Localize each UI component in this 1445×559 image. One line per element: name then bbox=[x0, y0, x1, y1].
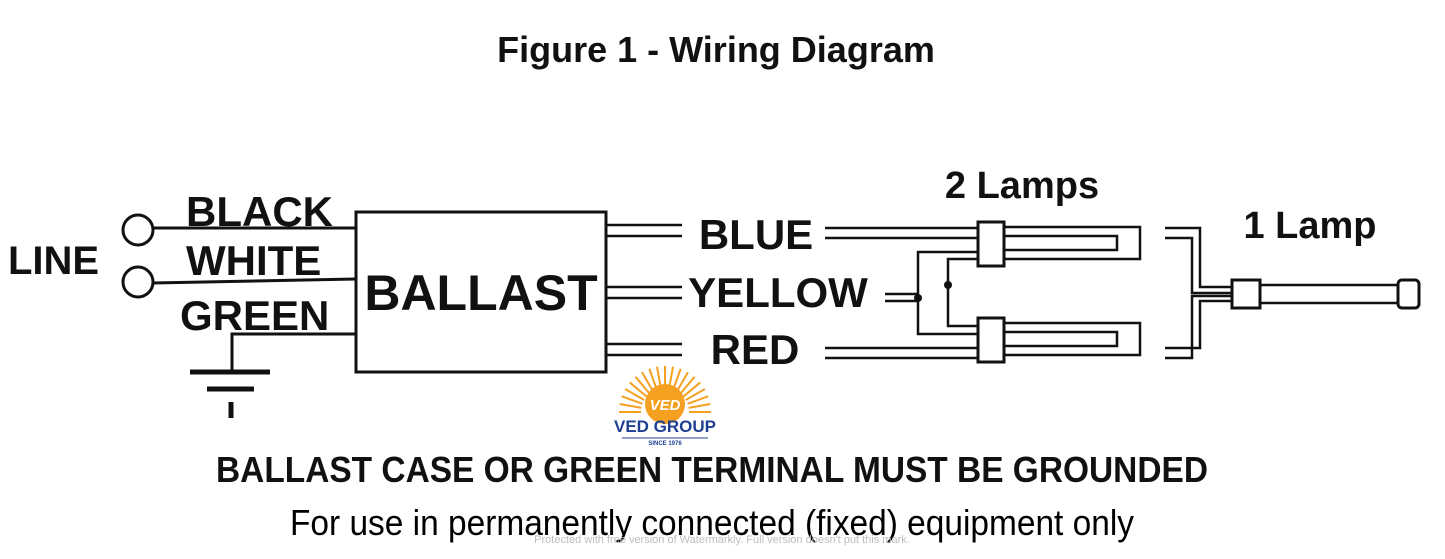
green-wire-label: GREEN bbox=[180, 292, 329, 339]
two-lamps-label: 2 Lamps bbox=[945, 165, 1099, 207]
upper-u-lamp bbox=[976, 220, 1142, 268]
watermark-text: Protected with free version of Watermark… bbox=[534, 534, 910, 546]
lower-u-lamp bbox=[976, 316, 1142, 364]
logo-since: SINCE 1976 bbox=[648, 441, 682, 447]
line-label: LINE bbox=[8, 239, 99, 283]
ballast-label: BALLAST bbox=[364, 265, 597, 321]
grounding-note: BALLAST CASE OR GREEN TERMINAL MUST BE G… bbox=[216, 449, 1208, 490]
figure-title: Figure 1 - Wiring Diagram bbox=[497, 29, 935, 70]
two-lamp-wiring bbox=[825, 226, 978, 360]
line-terminal-white bbox=[121, 265, 155, 299]
green-wire bbox=[230, 332, 356, 372]
white-wire bbox=[152, 277, 357, 285]
output-wire-stubs bbox=[606, 223, 682, 357]
ved-group-logo: VED VED GROUP SINCE 1976 bbox=[614, 366, 716, 447]
black-wire-label: BLACK bbox=[186, 188, 333, 235]
ballast-box bbox=[354, 210, 608, 374]
red-wire-label: RED bbox=[711, 326, 800, 373]
single-lamp bbox=[1230, 278, 1421, 310]
white-wire-label: WHITE bbox=[186, 237, 321, 284]
yellow-wire-label: YELLOW bbox=[688, 269, 868, 316]
logo-mark: VED bbox=[650, 397, 681, 414]
line-terminal-black bbox=[121, 213, 155, 247]
ground-symbol bbox=[190, 369, 270, 418]
blue-wire-label: BLUE bbox=[699, 211, 813, 258]
one-lamp-label: 1 Lamp bbox=[1243, 205, 1376, 247]
usage-note: For use in permanently connected (fixed)… bbox=[290, 502, 1134, 543]
logo-name: VED GROUP bbox=[614, 417, 716, 436]
one-lamp-wiring bbox=[1165, 226, 1232, 360]
